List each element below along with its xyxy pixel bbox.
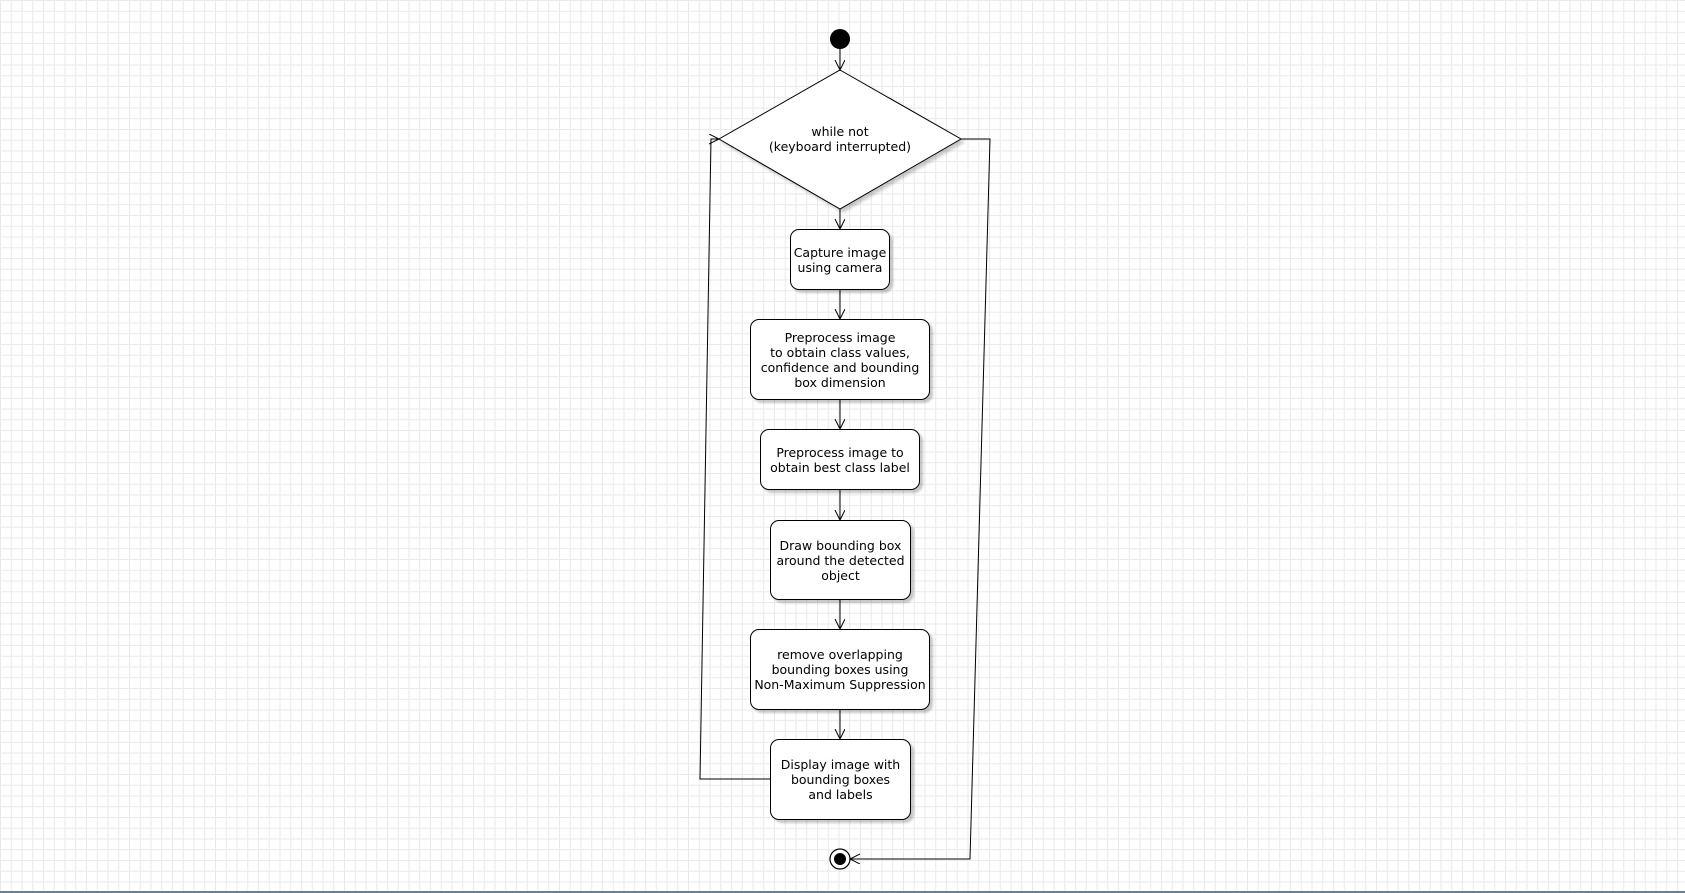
capture-image-node[interactable]: Capture image using camera	[790, 229, 890, 290]
start-node[interactable]	[830, 29, 850, 49]
preprocess-detection-node[interactable]: Preprocess image to obtain class values,…	[750, 319, 930, 400]
display-image-node[interactable]: Display image with bounding boxes and la…	[770, 739, 911, 820]
draw-bounding-box-node[interactable]: Draw bounding box around the detected ob…	[770, 520, 911, 600]
end-node-dot	[834, 853, 846, 865]
non-maximum-suppression-node[interactable]: remove overlapping bounding boxes using …	[750, 629, 930, 710]
edge-loop-back	[699, 139, 770, 780]
preprocess-label-node[interactable]: Preprocess image to obtain best class la…	[760, 429, 920, 490]
decision-label: while not (keyboard interrupted)	[768, 124, 912, 154]
edge-exit	[850, 138, 991, 859]
